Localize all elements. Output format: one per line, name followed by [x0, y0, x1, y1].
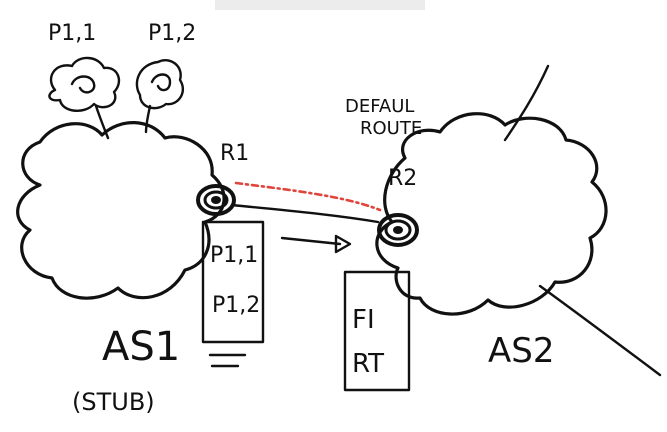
default-route-label-1: DEFAUL: [345, 96, 414, 117]
advertise-arrow: [280, 236, 342, 246]
prefix-cloud-1-stem: [94, 104, 110, 140]
as1-label: AS1: [102, 324, 180, 370]
default-route-label-2: ROUTE: [360, 118, 422, 139]
as2-cloud: [375, 112, 608, 316]
as1-cloud: [16, 121, 226, 300]
routing-table-r1: [201, 220, 265, 344]
default-route-line: [234, 181, 382, 212]
prefix-cloud-1: [48, 56, 121, 112]
routing-table-r1-underline: [208, 353, 247, 368]
prefix-cloud-1-inner: [70, 75, 96, 94]
link-r1-r2: [230, 203, 380, 224]
as2-line-bottom: [538, 284, 662, 377]
prefix-cloud-2: [135, 59, 185, 110]
table-r1-entry-2: P1,2: [212, 293, 260, 318]
routing-table-r2: [343, 270, 411, 392]
advertise-arrow-head: [334, 234, 352, 254]
as2-label: AS2: [488, 331, 554, 371]
prefix-cloud-2-inner: [150, 73, 172, 92]
prefix-label-2: P1,2: [148, 21, 196, 46]
prefix-cloud-2-stem: [144, 104, 152, 134]
table-r2-entry-1: FI: [352, 305, 375, 335]
router-label-r1: R1: [220, 141, 249, 166]
as1-stub-label: (STUB): [72, 388, 155, 416]
table-r2-entry-2: RT: [352, 349, 384, 379]
top-blur-strip: [215, 0, 425, 10]
prefix-label-1: P1,1: [48, 21, 96, 46]
router-label-r2: R2: [388, 166, 417, 191]
router-r2-icon: [377, 213, 419, 247]
table-r1-entry-1: P1,1: [210, 243, 258, 268]
router-r1-icon: [196, 184, 236, 216]
as2-line-top: [503, 64, 550, 142]
